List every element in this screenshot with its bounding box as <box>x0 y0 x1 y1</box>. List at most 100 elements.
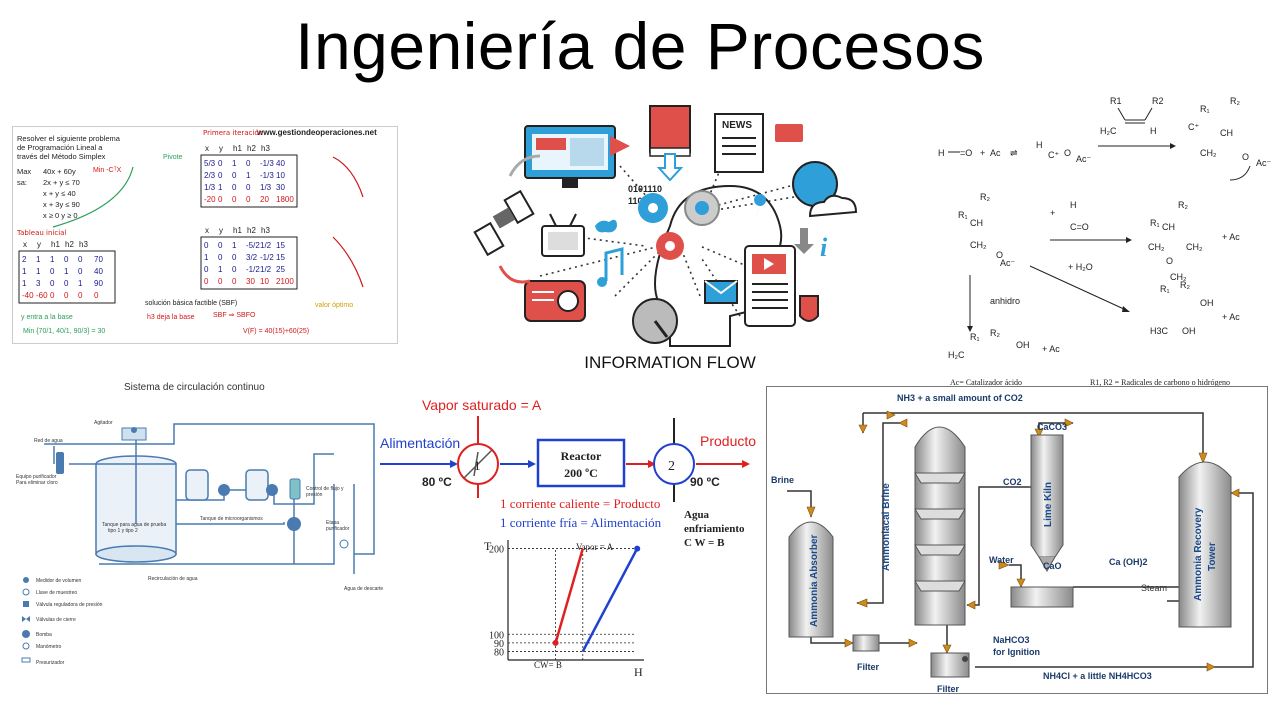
problem-line-1: Resolver el siguiente problema <box>17 134 121 143</box>
carbonating-tower <box>914 426 966 626</box>
label-red-agua: Red de agua <box>34 438 63 444</box>
tableau-cell: 0 <box>78 255 83 264</box>
tableau-cell: 1 <box>218 183 223 192</box>
pump-icon <box>287 517 301 531</box>
tableau-cell: 1/2 <box>260 265 272 274</box>
tableau-cell: 1800 <box>276 195 294 204</box>
book-icon <box>649 105 691 157</box>
micro-tank-2 <box>245 469 269 501</box>
note-min: Min -CᵀX <box>93 167 122 174</box>
tableau-cell: 0 <box>232 183 237 192</box>
information-flow-caption: INFORMATION FLOW <box>584 353 756 372</box>
tableau-cell: -1/2 <box>260 253 274 262</box>
micro-tank-1 <box>185 469 209 501</box>
legend-item: Llave de muestreo <box>36 590 77 596</box>
vapor-label: Vapor saturado = A <box>422 397 542 413</box>
tableau-cell: 70 <box>94 255 103 264</box>
hand-arrow-2 <box>332 236 364 288</box>
cloud-icon <box>808 194 858 218</box>
flow-arrow <box>1034 428 1044 438</box>
heat-integration-panel: Vapor saturado = A Alimentación Producto… <box>378 390 758 690</box>
co2-label: CO2 <box>1003 477 1022 487</box>
chemistry-panel: H =O + Ac ⇌ H C⁺ O Ac⁻ R1 R2 H₂C H R₁ R₂… <box>930 90 1276 390</box>
tableau-cell: 0 <box>50 267 55 276</box>
ac-product: Ac⁻ <box>1256 158 1272 168</box>
disc-needle <box>653 320 669 338</box>
tableau-header: h1 <box>233 144 242 153</box>
constraint-4: x ≥ 0 y ≥ 0 <box>43 211 78 220</box>
tableau-cell: 0 <box>78 267 83 276</box>
legend-item: Manómetro <box>36 644 62 650</box>
tableau-cell: 2 <box>22 255 27 264</box>
tableau-cell: 5/3 <box>204 159 216 168</box>
plus-ac-anhidro: + Ac <box>1042 344 1060 354</box>
chat-icon <box>775 124 803 142</box>
ammoniacal-brine-label: Ammoniacal Brine <box>881 483 892 571</box>
tableau-cell: 0 <box>246 183 251 192</box>
filter-2-label: Filter <box>937 684 960 694</box>
r2-diol: R₂ <box>1180 280 1190 290</box>
tableau-cell: 3/2 <box>246 253 258 262</box>
tableau-frame <box>200 154 298 208</box>
circulation-diagram: Sistema de circulación continuo <box>16 382 383 666</box>
satellite-icon <box>473 189 535 257</box>
pipe <box>174 453 334 505</box>
axis-h-label: H <box>634 665 643 679</box>
tableau-cell: 20 <box>260 195 269 204</box>
product-label: Producto <box>700 433 756 449</box>
label-etapa-2: purificador <box>326 526 350 532</box>
tableau-cell: 0 <box>94 291 99 300</box>
flow-arrow <box>856 598 868 608</box>
binary-line-1: 0101110 <box>628 184 662 194</box>
legend-item: Presurizador <box>36 660 65 666</box>
music-note-head <box>597 277 607 287</box>
connector <box>614 240 671 297</box>
pipe <box>174 522 285 525</box>
anhidro-label: anhidro <box>990 296 1020 306</box>
flow-arrow <box>858 424 868 434</box>
down-arrow-icon <box>794 228 814 254</box>
st-label: sa: <box>17 178 27 187</box>
volume-meter-icon <box>23 577 29 583</box>
y-tick-label: 80 <box>494 647 504 658</box>
series-arrowhead <box>552 639 559 646</box>
tableau-cell: 0 <box>50 279 55 288</box>
tableau-cell: 0 <box>246 159 251 168</box>
hx1-label: 1 <box>474 458 481 473</box>
problem-line-2: de Programación Lineal a <box>17 143 103 152</box>
chart-vapor-label: Vapor = A <box>576 542 614 552</box>
flow-line <box>975 492 1254 668</box>
flow-arrow <box>998 560 1010 570</box>
connector <box>714 185 791 207</box>
tableau-cell: 0 <box>218 159 223 168</box>
tableau-cell: -60 <box>36 291 48 300</box>
tableau-cell: 1 <box>22 279 27 288</box>
constraint-1: 2x + y ≤ 70 <box>43 178 80 187</box>
flow-arrow <box>942 644 952 654</box>
info-icon: i <box>820 233 828 262</box>
max-label: Max <box>17 167 31 176</box>
tableau-cell: 15 <box>276 241 285 250</box>
lime-kiln-label: Lime Kiln <box>1043 482 1054 527</box>
brine-label: Brine <box>771 475 794 485</box>
tableau-cell: 1 <box>218 265 223 274</box>
problem-line-3: través del Método Simplex <box>17 152 106 161</box>
note-sbf: solución básica factible (SBF) <box>145 300 237 307</box>
h3c-label: H3C <box>1150 326 1169 336</box>
sample-valve-icon <box>22 588 30 596</box>
tableau-cell: 1 <box>246 171 251 180</box>
tableau-cell: 0 <box>218 241 223 250</box>
ch-ring: CH <box>1162 222 1175 232</box>
circulation-panel: Sistema de circulación continuo <box>14 374 386 710</box>
label-control-2: presión <box>306 492 323 498</box>
pipe <box>99 484 335 565</box>
label-equipo-1: Equipo purificador <box>16 474 57 480</box>
tableau-header: h2 <box>247 144 256 153</box>
arrow-head <box>742 460 750 468</box>
label-agitador: Agitador <box>94 420 113 426</box>
connector <box>539 245 661 277</box>
flow-line <box>857 422 903 604</box>
tableau-cell: 30 <box>246 277 255 286</box>
formaldehyde-mid: C=O <box>1070 222 1089 232</box>
